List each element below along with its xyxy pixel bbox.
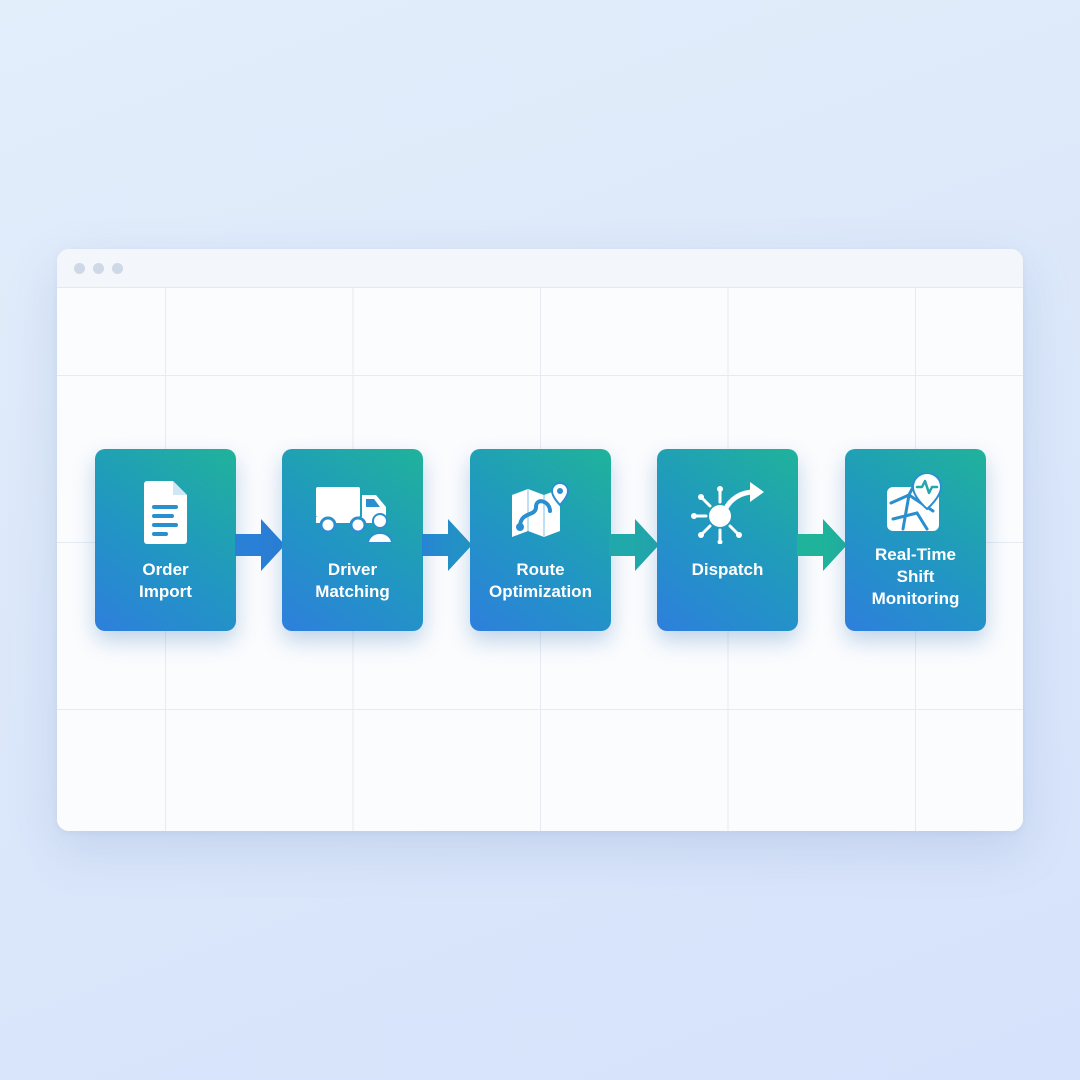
step-dispatch[interactable]: Dispatch [657, 449, 798, 631]
step-label: Route Optimization [489, 560, 592, 601]
document-icon [95, 477, 236, 547]
dispatch-icon [657, 477, 798, 547]
flow-arrow [797, 519, 847, 571]
step-order-import[interactable]: Order Import [95, 449, 236, 631]
route-map-icon [470, 477, 611, 547]
step-driver-matching[interactable]: Driver Matching [282, 449, 423, 631]
step-label: Driver Matching [315, 560, 390, 601]
map-pulse-icon [845, 469, 986, 539]
step-route-optimization[interactable]: Route Optimization [470, 449, 611, 631]
step-label: Dispatch [691, 560, 764, 579]
step-label: Order Import [139, 560, 192, 601]
window-dot[interactable] [74, 263, 85, 274]
step-label: Real-Time Shift Monitoring [871, 545, 960, 608]
flow-arrow [609, 519, 659, 571]
window-titlebar [57, 249, 1023, 288]
step-real-time-shift-monitoring[interactable]: Real-Time Shift Monitoring [845, 449, 986, 631]
truck-driver-icon [282, 477, 423, 547]
window-dot[interactable] [112, 263, 123, 274]
flow-arrow [422, 519, 472, 571]
window-dot[interactable] [93, 263, 104, 274]
flow-arrow [235, 519, 285, 571]
